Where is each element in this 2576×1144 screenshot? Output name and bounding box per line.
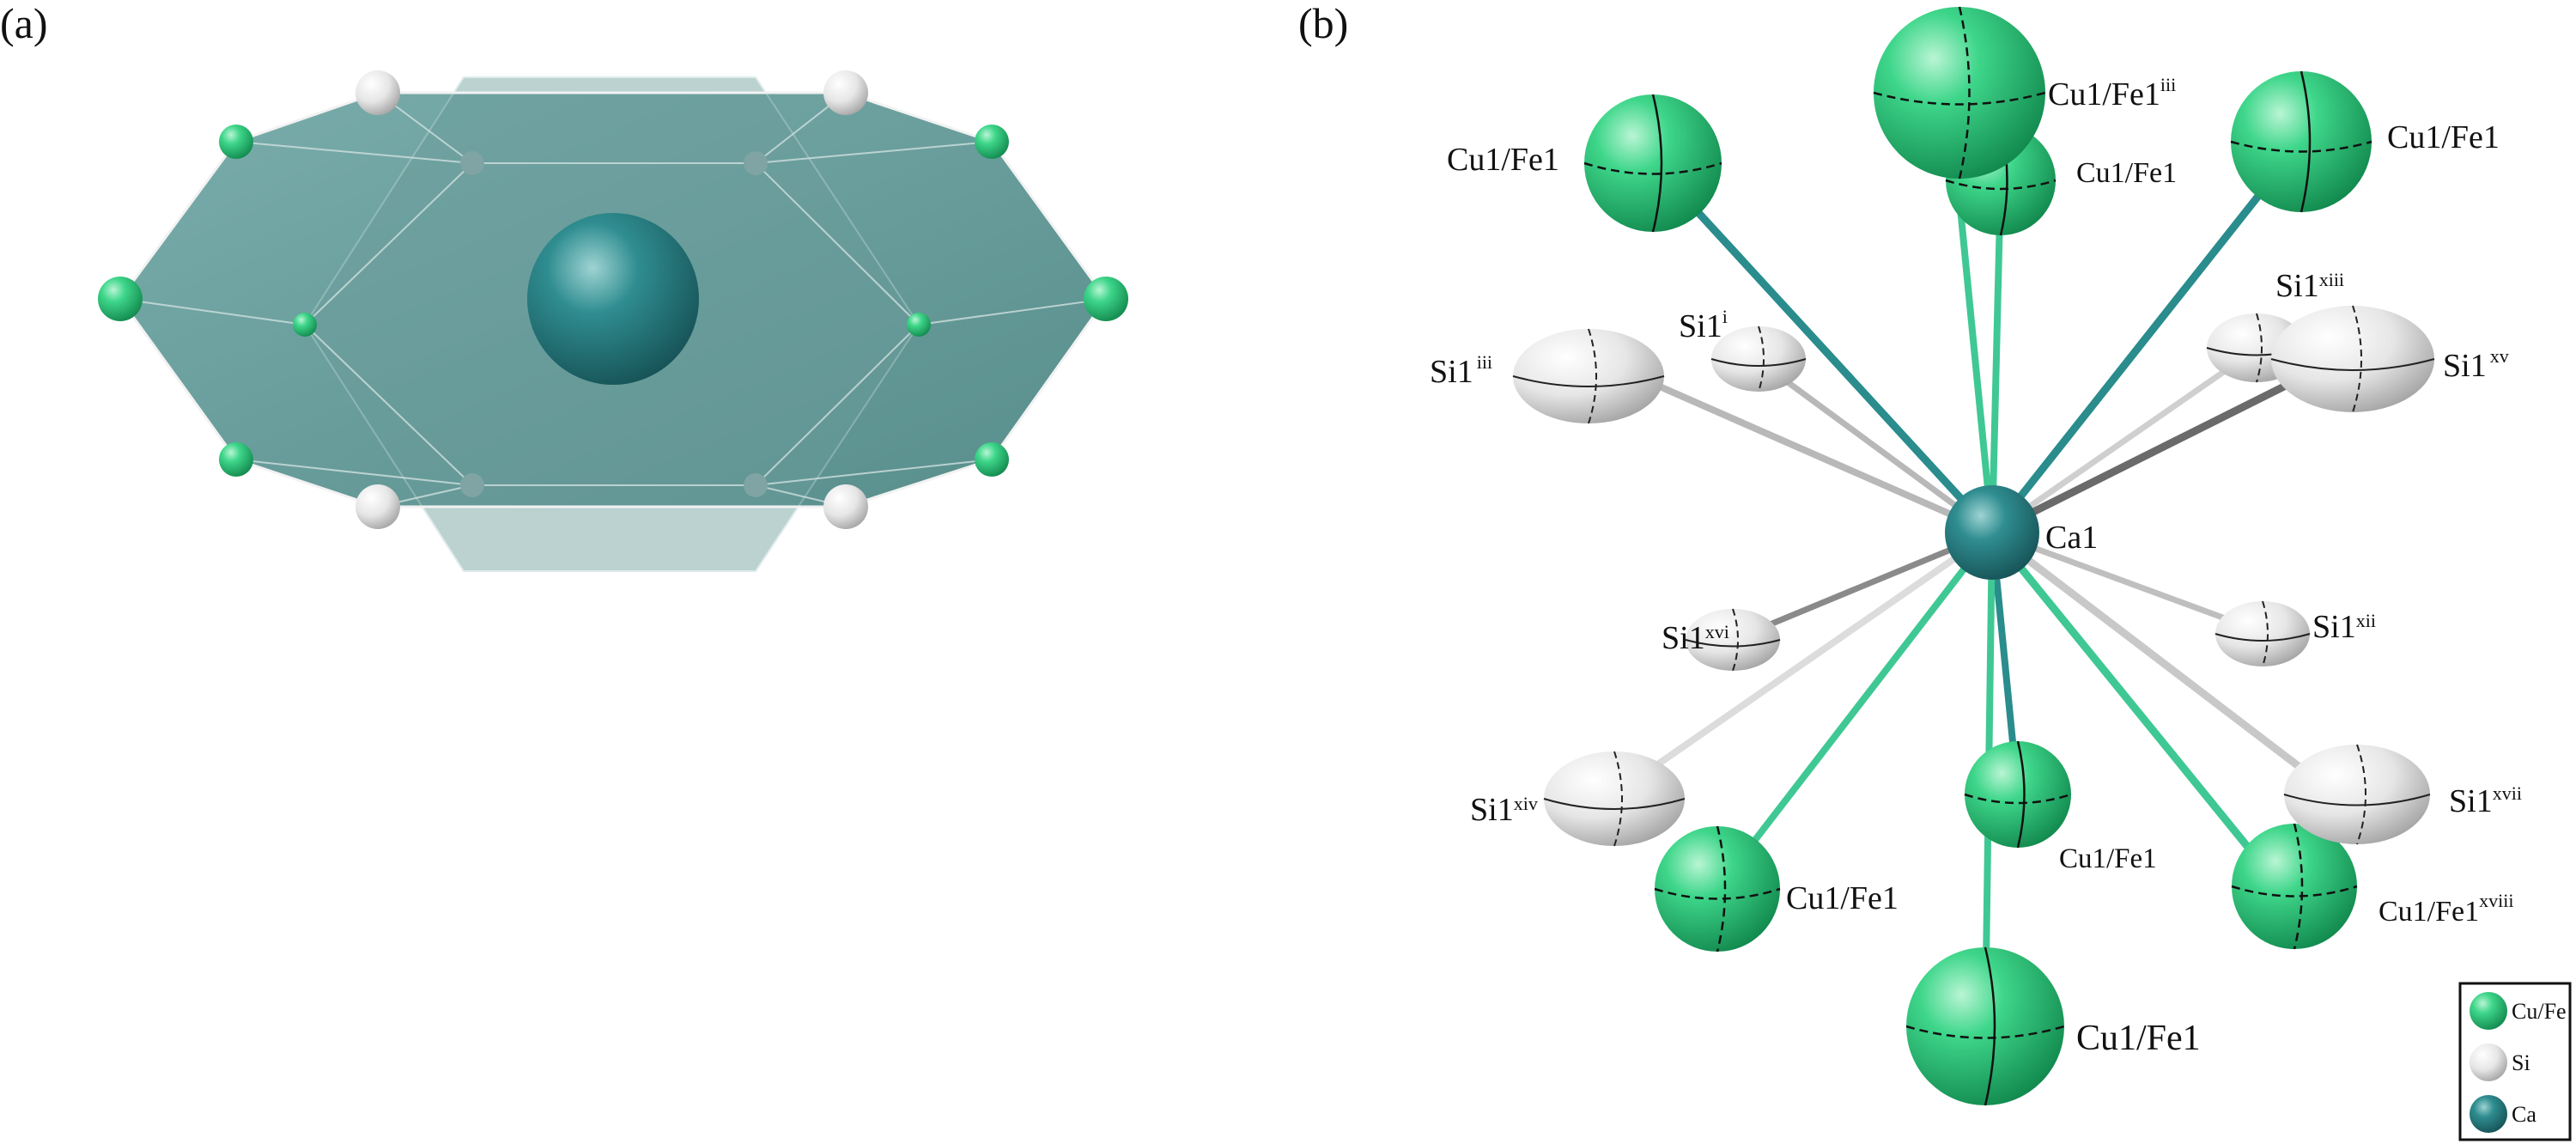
panel-a: (a) — [0, 0, 1128, 572]
bond — [1988, 137, 2306, 537]
cu-fe-atom — [293, 313, 317, 337]
panel-a-label: (a) — [0, 0, 48, 47]
cu-fe-atom — [1873, 6, 2046, 180]
legend-label: Si — [2512, 1050, 2530, 1075]
cu-fe-atom — [907, 313, 931, 337]
legend-label: Cu/Fe — [2512, 999, 2567, 1024]
si-atom — [1543, 751, 1686, 847]
atom-label: Si1xiii — [2275, 268, 2344, 304]
si-atom — [355, 484, 400, 529]
atom-label: Cu1/Fe1xviii — [2379, 890, 2513, 928]
si-atom — [1685, 608, 1781, 672]
si-atom — [744, 473, 768, 497]
atom-label: Ca1 — [2045, 520, 2098, 556]
si-atom — [460, 151, 484, 175]
bond — [1611, 529, 1996, 798]
atom-label: Cu1/Fe1 — [2076, 157, 2177, 189]
bond — [1988, 528, 2340, 799]
ca-atom — [527, 213, 699, 385]
ca-sphere-icon — [2470, 1095, 2507, 1133]
cu-fe-atom — [975, 442, 1009, 477]
cu-fe-sphere-icon — [2470, 992, 2507, 1030]
panel-b-label: (b) — [1298, 0, 1348, 47]
ca-atom — [1945, 485, 2039, 580]
cu-fe-atom — [2231, 823, 2358, 950]
si-atom — [460, 473, 484, 497]
cu-fe-atom — [219, 125, 253, 159]
si-atom — [1710, 326, 1807, 392]
cu-fe-atom — [975, 125, 1009, 159]
cu-fe-atom — [1084, 277, 1128, 321]
atom-label: Si1xiv — [1470, 792, 1538, 828]
si-atom — [744, 151, 768, 175]
cu-fe-atom — [219, 442, 253, 477]
cu-fe-atom — [98, 277, 143, 321]
atom-label: Si1xii — [2312, 609, 2376, 645]
atom-label: Si1xvii — [2449, 782, 2522, 819]
bond — [1649, 159, 1996, 537]
bond — [1637, 374, 1996, 536]
bond — [1989, 177, 2004, 536]
bond — [1755, 357, 1996, 536]
atom-label: Si1i — [1679, 306, 1728, 344]
si-atom — [355, 70, 400, 115]
si-sphere-icon — [2470, 1044, 2507, 1081]
cu-fe-atom — [1964, 740, 2072, 849]
cu-fe-atom — [1583, 94, 1722, 233]
atom-label: Si1xvi — [1662, 620, 1729, 656]
cu-fe-atom — [1905, 946, 2065, 1106]
bond — [1989, 344, 2262, 536]
legend-label: Ca — [2512, 1102, 2537, 1127]
si-atom — [1512, 328, 1665, 424]
si-atom — [2215, 600, 2311, 667]
atom-label: Cu1/Fe1 — [2059, 843, 2157, 874]
polyhedron-back-edges — [119, 92, 1107, 508]
atom-label: Cu1/Fe1 — [2387, 119, 2500, 155]
atom-label: Cu1/Fe1 — [1786, 880, 1899, 916]
si-atom — [823, 484, 868, 529]
legend: Cu/Fe Si Ca — [2458, 982, 2572, 1141]
bond — [1988, 361, 2331, 537]
polyhedron-edges — [118, 91, 1108, 508]
atom-label: Cu1/Fe1 — [1447, 142, 1559, 178]
atom-label: Cu1/Fe1 — [2076, 1019, 2201, 1058]
si-atom — [823, 70, 868, 115]
si-atom — [2270, 305, 2435, 413]
cu-fe-atom — [2230, 70, 2372, 213]
bond — [1989, 529, 2270, 637]
si-atom — [2283, 744, 2431, 845]
atom-label: Cu1/Fe1iii — [2048, 74, 2176, 113]
panel-b: (b) — [1298, 0, 2572, 1141]
bond — [1714, 529, 1996, 892]
cu-fe-atom — [1654, 825, 1781, 952]
bond — [1988, 528, 2284, 891]
